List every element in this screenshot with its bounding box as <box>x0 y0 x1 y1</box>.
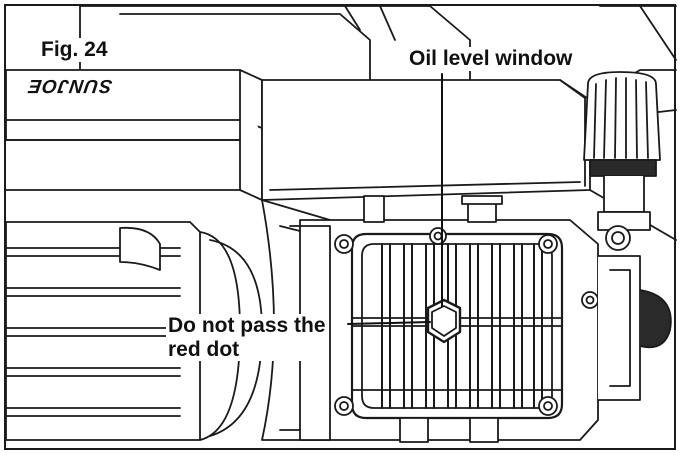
oil-level-window-callout: Oil level window <box>406 47 576 71</box>
oil-level-window <box>426 298 462 344</box>
figure-number: Fig. 24 <box>38 38 111 62</box>
outlet-manifold <box>597 255 672 401</box>
red-dot-leader-line <box>347 321 431 325</box>
sunjoe-logo-icon: SUNJOE <box>26 75 114 96</box>
engine-cover <box>5 69 263 201</box>
bottom-fittings <box>399 417 499 443</box>
fuel-tank <box>261 79 591 201</box>
red-dot-warning-callout: Do not pass the red dot <box>166 314 328 362</box>
pressure-knob <box>583 71 661 251</box>
